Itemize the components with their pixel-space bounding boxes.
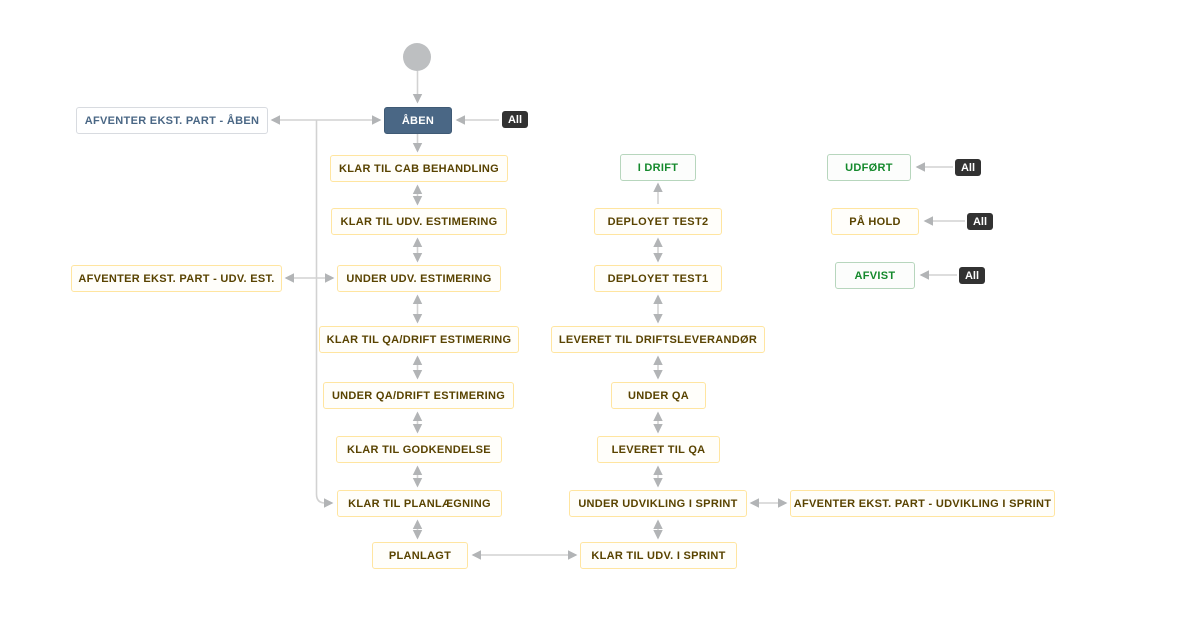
all-transition-badge-udfoert[interactable]: All	[955, 159, 981, 176]
status-afventer-ekst-part-aaben[interactable]: AFVENTER EKST. PART - ÅBEN	[76, 107, 268, 134]
status-klar-til-udv-i-sprint[interactable]: KLAR TIL UDV. I SPRINT	[580, 542, 737, 569]
status-afventer-ekst-part-udvikling-i-sprint[interactable]: AFVENTER EKST. PART - UDVIKLING I SPRINT	[790, 490, 1055, 517]
all-transition-badge-aaben[interactable]: All	[502, 111, 528, 128]
status-afventer-ekst-part-udv-est[interactable]: AFVENTER EKST. PART - UDV. EST.	[71, 265, 282, 292]
status-under-qa-drift-estimering[interactable]: UNDER QA/DRIFT ESTIMERING	[323, 382, 514, 409]
all-transition-badge-afvist[interactable]: All	[959, 267, 985, 284]
status-leveret-til-driftsleverandoer[interactable]: LEVERET TIL DRIFTSLEVERANDØR	[551, 326, 765, 353]
status-under-udvikling-i-sprint[interactable]: UNDER UDVIKLING I SPRINT	[569, 490, 747, 517]
transition-arrow	[315, 120, 334, 508]
status-planlagt[interactable]: PLANLAGT	[372, 542, 468, 569]
status-klar-til-planlaegning[interactable]: KLAR TIL PLANLÆGNING	[337, 490, 502, 517]
status-deployet-test1[interactable]: DEPLOYET TEST1	[594, 265, 722, 292]
status-i-drift[interactable]: I DRIFT	[620, 154, 696, 181]
status-paa-hold[interactable]: PÅ HOLD	[831, 208, 919, 235]
status-leveret-til-qa[interactable]: LEVERET TIL QA	[597, 436, 720, 463]
status-aaben[interactable]: ÅBEN	[384, 107, 452, 134]
status-under-qa[interactable]: UNDER QA	[611, 382, 706, 409]
status-klar-til-qa-drift-estimering[interactable]: KLAR TIL QA/DRIFT ESTIMERING	[319, 326, 519, 353]
status-under-udv-estimering[interactable]: UNDER UDV. ESTIMERING	[337, 265, 501, 292]
start-node	[403, 43, 431, 71]
status-klar-til-cab-behandling[interactable]: KLAR TIL CAB BEHANDLING	[330, 155, 508, 182]
all-transition-badge-paa-hold[interactable]: All	[967, 213, 993, 230]
status-deployet-test2[interactable]: DEPLOYET TEST2	[594, 208, 722, 235]
status-klar-til-udv-estimering[interactable]: KLAR TIL UDV. ESTIMERING	[331, 208, 507, 235]
status-afvist[interactable]: AFVIST	[835, 262, 915, 289]
status-udfoert[interactable]: UDFØRT	[827, 154, 911, 181]
status-klar-til-godkendelse[interactable]: KLAR TIL GODKENDELSE	[336, 436, 502, 463]
